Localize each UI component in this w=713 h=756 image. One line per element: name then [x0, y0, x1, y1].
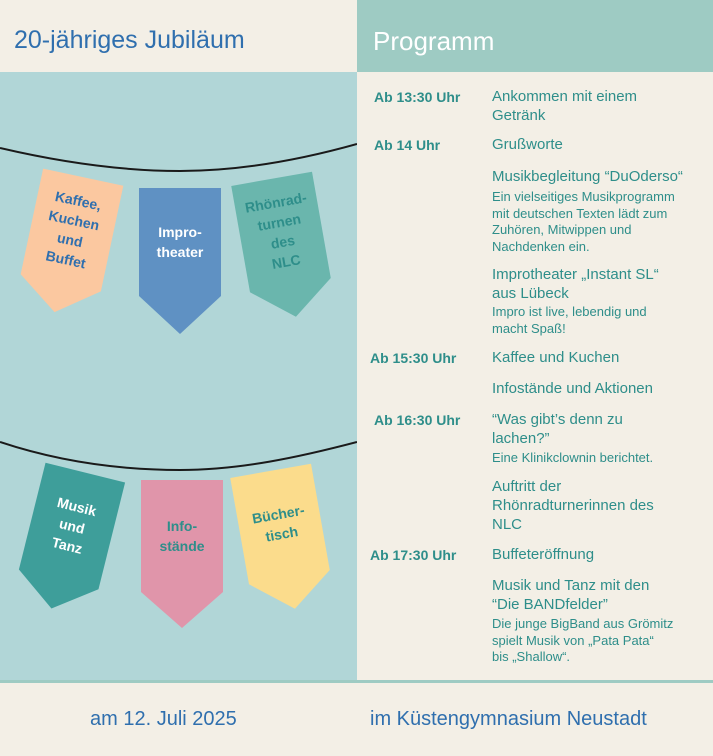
program-item-title: Musikbegleitung “DuOderso“ [492, 168, 683, 185]
banner-musik-flag [18, 462, 126, 609]
program-item-title: Musik und Tanz mit den “Die BANDfelder” [492, 577, 650, 613]
footer: am 12. Juli 2025 im Küstengymnasium Neus… [0, 683, 713, 756]
program-time-1530: Ab 15:30 Uhr [370, 350, 457, 366]
event-date: am 12. Juli 2025 [90, 708, 237, 730]
program-time-1630: Ab 16:30 Uhr [374, 412, 461, 428]
program-item-title: Auftritt der Rhönradturnerinnen des NLC [492, 478, 654, 533]
banner-rhoenrad-label: Rhönrad- turnen des NLC [243, 189, 308, 272]
program-item-description: Die junge BigBand aus Grömitz spielt Mus… [492, 616, 674, 664]
bunting-string-top [0, 143, 357, 173]
program-time-1730: Ab 17:30 Uhr [370, 547, 457, 563]
program-item-title: Kaffee und Kuchen [492, 349, 620, 366]
banner-buecher-label: Bücher- tisch [250, 501, 306, 545]
banner-infostaende-label: Info- stände [159, 518, 205, 554]
banner-kaffee-flag [20, 168, 124, 313]
banner-improtheater-label: Impro- theater [156, 224, 204, 260]
bunting-illustration [0, 143, 357, 628]
header-right: Programm [357, 0, 713, 72]
banner-infostaende-flag [141, 480, 223, 628]
program-item-title: Improtheater „Instant SL“ aus Lübeck [492, 266, 659, 302]
header-left: 20-jähriges Jubiläum [0, 0, 357, 72]
event-title: 20-jähriges Jubiläum [14, 26, 245, 54]
program-item-title: Buffeteröffnung [492, 546, 595, 563]
program-item-title: Grußworte [492, 136, 563, 153]
program-item-description: Impro ist live, lebendig und macht Spaß! [492, 304, 647, 336]
program-item-title: Infostände und Aktionen [492, 380, 653, 397]
banner-kaffee-label: Kaffee, Kuchen und Buffet [44, 187, 103, 272]
program-item-title: Ankommen mit einem Getränk [492, 88, 638, 124]
bunting-string-bottom [0, 441, 357, 472]
banner-improtheater-flag [139, 188, 221, 334]
banner-panel: Kaffee, Kuchen und Buffet Impro- theater R… [0, 72, 357, 680]
program-item-description: Ein vielseitiges Musikprogramm mit deuts… [492, 189, 675, 254]
program-item-title: “Was gibt’s denn zu lachen?” [492, 411, 623, 447]
event-location: im Küstengymnasium Neustadt [370, 708, 647, 730]
banner-rhoenrad-flag [231, 171, 331, 317]
program-panel: Ab 13:30 Uhr Ab 14 Uhr Ab 15:30 Uhr Ab 1… [357, 72, 713, 680]
program-time-1330: Ab 13:30 Uhr [374, 89, 461, 105]
program-item-description: Eine Klinikclownin berichtet. [492, 450, 654, 465]
banner-buecher-flag [230, 463, 330, 609]
program-time-14: Ab 14 Uhr [374, 137, 441, 153]
footer-divider [0, 680, 713, 683]
program-title: Programm [373, 26, 495, 56]
